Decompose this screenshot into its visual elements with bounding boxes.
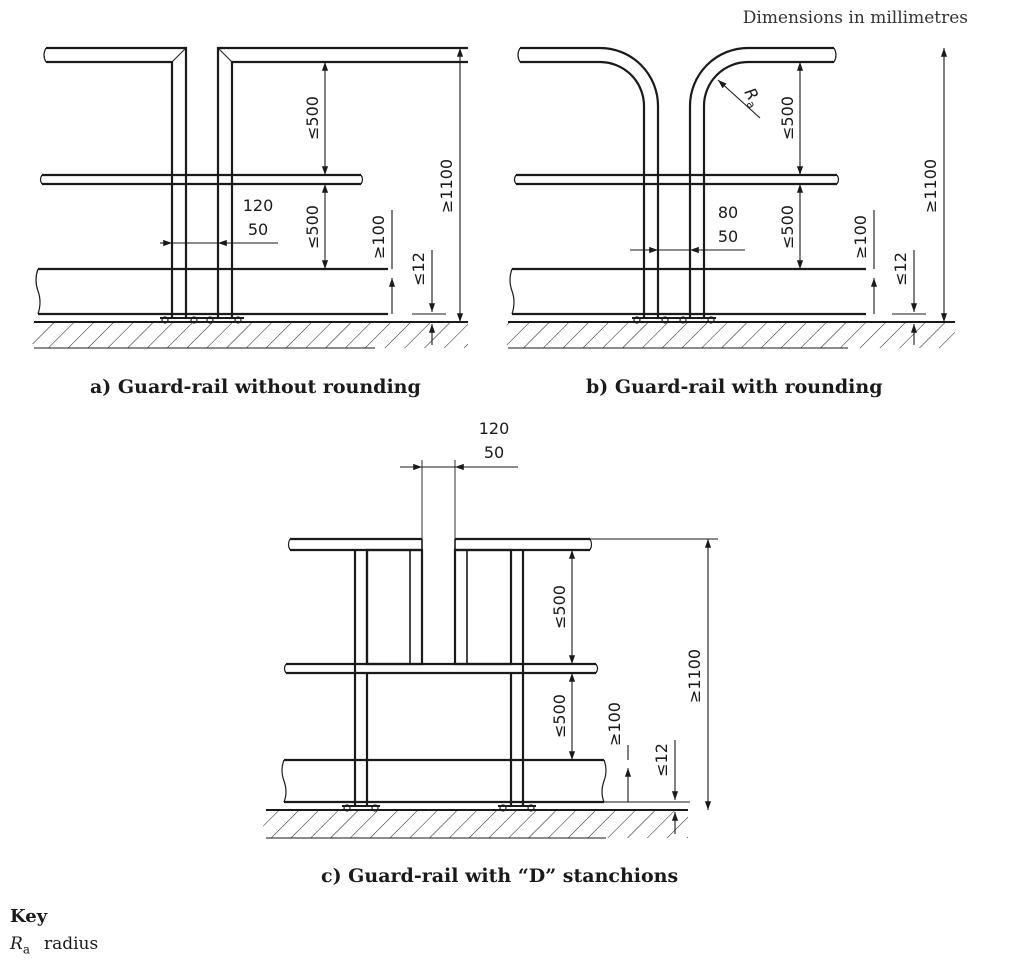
vertical-dimensions [796,48,948,345]
vertical-dimensions [321,48,464,345]
units-note: Dimensions in millimetres [742,8,968,28]
rounded-stanchion-right [688,46,837,318]
stanchion-right [216,46,468,318]
ground-hatch [263,809,688,839]
radius-label: Ra [738,85,766,111]
toeboard-label-b: ≥100 [851,215,870,259]
gap-top-label-a: 120 [243,196,274,215]
gap-dimension [400,460,518,539]
top-rail [287,537,593,552]
intermediate-rail [283,662,599,675]
caption-figure-c: c) Guard-rail with “D” stanchions [321,865,679,887]
key-title: Key [10,906,48,927]
base-bolts [160,316,244,324]
toe-gap-label-c: ≤12 [652,743,671,777]
toeboard-label-c: ≥100 [605,702,624,746]
intermediate-rail [513,173,840,186]
rounded-stanchion-left [517,46,660,318]
d-stanchion-right [453,548,525,806]
d-stanchion-left [353,548,424,806]
vertical-dimensions [568,538,718,834]
caption-figure-b: b) Guard-rail with rounding [586,376,883,398]
key-symbol: Ra [10,934,30,957]
total-height-label-b: ≥1100 [921,159,940,213]
gap-bottom-label-b: 50 [718,227,738,246]
toe-gap-label-b: ≤12 [891,252,910,286]
base-bolts [342,804,536,812]
ground-hatch [31,321,468,349]
base-bolts [632,316,716,324]
gap-bottom-label-c: 50 [484,443,504,462]
figure-b-guard-rail-with-rounding [505,46,955,349]
figure-c-labels: 120 50 ≤500 ≤500 ≥100 ≤12 ≥1100 [479,419,704,777]
stanchion-left [43,46,188,318]
toe-gap-label-a: ≤12 [409,252,428,286]
caption-figure-a: a) Guard-rail without rounding [90,376,421,398]
figure-a-guard-rail-without-rounding [31,46,468,349]
figure-b-labels: Ra 80 50 ≤500 ≤500 ≥100 ≤12 ≥1100 [718,85,940,286]
toeboard [509,267,866,316]
rail-spacing-lower-label-b: ≤500 [778,205,797,249]
radius-leader [717,79,761,119]
rail-spacing-upper-label-b: ≤500 [778,96,797,140]
rail-spacing-upper-label-c: ≤500 [550,585,569,629]
rail-spacing-lower-label-c: ≤500 [550,694,569,738]
intermediate-rail [39,173,364,186]
gap-top-label-b: 80 [718,203,738,222]
total-height-label-a: ≥1100 [437,159,456,213]
gap-bottom-label-a: 50 [248,220,268,239]
key-entry-radius: Ra radius [10,934,98,956]
figure-c-guard-rail-with-d-stanchions [263,460,718,839]
rail-spacing-upper-label-a: ≤500 [303,96,322,140]
ground-hatch [505,321,955,349]
gap-top-label-c: 120 [479,419,510,438]
toeboard [35,267,388,316]
total-height-label-c: ≥1100 [685,649,704,703]
rail-spacing-lower-label-a: ≤500 [303,205,322,249]
toeboard [281,758,607,804]
key-description: radius [43,934,99,954]
toeboard-label-a: ≥100 [369,215,388,259]
figure-a-labels: 120 50 ≤500 ≤500 ≥100 ≤12 ≥1100 [243,96,456,286]
